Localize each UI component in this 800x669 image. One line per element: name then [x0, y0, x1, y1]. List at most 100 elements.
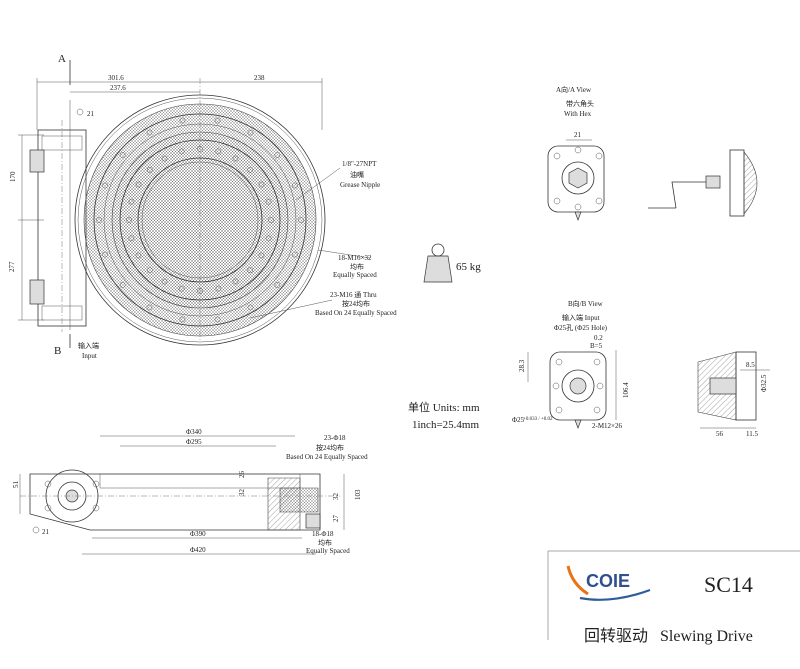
- view-a-hex: [568, 167, 588, 189]
- view-b-dim-phi: Φ32.5: [760, 374, 768, 392]
- view-a-bolt: [595, 197, 603, 205]
- bolt-hole: [298, 217, 304, 223]
- inner-bolt-ring: [119, 139, 281, 301]
- view-b-dim-85: 8.5: [746, 361, 755, 369]
- view-a-title: A向/A View: [556, 85, 592, 94]
- bolt-hole: [126, 217, 132, 223]
- bolt-hole: [232, 278, 239, 285]
- bolt16-spec: 18-M16×32: [338, 254, 372, 262]
- b18-en: Equally Spaced: [306, 547, 350, 555]
- bolt-hole: [292, 182, 298, 189]
- dim-390: Φ390: [190, 530, 206, 538]
- bottom-flange-bolt: [92, 480, 100, 488]
- view-b-title: B向/B View: [568, 299, 604, 308]
- brand-logo-swoosh: [566, 565, 589, 596]
- view-b-bolt: [596, 382, 604, 390]
- side-cap: [743, 151, 758, 215]
- bottom-r21-marker: [32, 526, 40, 534]
- bolt16-cn: 均布: [350, 262, 364, 271]
- title-block-border: [547, 550, 800, 640]
- bolt-hole: [265, 198, 272, 205]
- bolt-hole: [178, 285, 185, 292]
- bolt-hole: [119, 282, 126, 288]
- housing-flange-bottom: [29, 279, 45, 305]
- view-b-shaft: [561, 369, 595, 403]
- bolt-hole: [102, 182, 108, 189]
- view-b-bolt: [593, 358, 601, 366]
- bolt-hole: [119, 152, 126, 158]
- housing-flange-top: [29, 149, 45, 173]
- view-a-bolt: [553, 197, 561, 205]
- bolt-hole: [179, 316, 186, 323]
- bottom-bolt-section: [305, 513, 321, 529]
- view-b-hole: Φ25孔 (Φ25 Hole): [554, 324, 608, 332]
- outer-bolt-ring: [93, 113, 307, 327]
- view-a-bolt: [595, 152, 603, 160]
- view-a-bolt: [574, 146, 582, 154]
- weight-icon-handle: [431, 243, 445, 257]
- view-b-dim-106: 106.4: [622, 382, 630, 398]
- bolt-hole: [215, 148, 222, 155]
- view-a-dim: 21: [574, 131, 582, 139]
- view-b-tol: +0.033 / +0.02: [523, 417, 553, 422]
- en-24: Based On 24 Equally Spaced: [286, 453, 368, 461]
- view-b-b5: B=5: [590, 342, 603, 350]
- bolt23-spec: 23-M16 通 Thru: [330, 290, 377, 299]
- units-line-2: 1inch=25.4mm: [412, 419, 479, 431]
- view-b-bolt: [593, 406, 601, 414]
- dim-301: 301.6: [108, 74, 124, 82]
- bolt-hole: [179, 117, 186, 124]
- bolt16-leader: [317, 249, 371, 259]
- view-a-sub-en: With Hex: [564, 110, 592, 118]
- bolt23-cn: 按24均布: [342, 299, 370, 308]
- dim-237: 237.6: [110, 84, 126, 92]
- bottom-flange-bolt: [44, 504, 52, 512]
- view-b-dim-25: Φ25: [512, 416, 525, 424]
- section-b-label: B: [54, 345, 61, 357]
- bolt-hole: [128, 198, 135, 205]
- view-b-bolt: [552, 382, 560, 390]
- bolt-hole: [247, 129, 254, 136]
- view-b-dim-115: 11.5: [746, 430, 758, 438]
- nipple-en: Grease Nipple: [340, 181, 380, 189]
- bolt-hole: [258, 252, 265, 259]
- bolt-hole: [146, 166, 153, 173]
- bottom-flange-bolt: [44, 480, 52, 488]
- dim-277: 277: [8, 261, 16, 272]
- bolt-hole: [214, 316, 221, 323]
- dim-295: Φ295: [186, 438, 202, 446]
- view-b-nipple: [574, 419, 582, 429]
- inner-bolt-holes: [126, 146, 274, 294]
- bore-inner-edge: [141, 161, 259, 279]
- view-b-input: 输入端 Input: [562, 313, 600, 322]
- view-b-thread: 2-M12×26: [592, 422, 623, 430]
- npt-label: 1/8"-27NPT: [342, 160, 377, 168]
- units-line-1: 单位 Units: mm: [408, 400, 480, 414]
- weight-block: 65 kg: [423, 243, 481, 283]
- bolt-hole: [146, 304, 153, 311]
- main-view: A B 301.6 237.6 238 170 277 21: [8, 53, 397, 360]
- view-b-bolt: [555, 406, 563, 414]
- outer-ring-edge: [74, 94, 326, 346]
- d32b: 32: [332, 493, 340, 501]
- d26: 26: [238, 471, 246, 479]
- bolt-hole: [178, 148, 185, 155]
- bolt-hole: [274, 152, 281, 158]
- bolt-hole: [215, 285, 222, 292]
- view-a-bolt: [574, 203, 582, 211]
- weight-icon: [423, 255, 453, 283]
- model-name: SC14: [704, 572, 753, 597]
- bolt-hole: [247, 166, 254, 173]
- npt-leader: [295, 167, 341, 201]
- bolt-hole: [197, 288, 203, 294]
- brand-logo-arc: [579, 588, 651, 601]
- view-a-bolt: [553, 152, 561, 160]
- dim-238: 238: [254, 74, 265, 82]
- bore-circle: [137, 157, 263, 283]
- raceway-outer: [103, 123, 297, 317]
- d27: 27: [332, 515, 340, 523]
- bolt-hole: [197, 146, 203, 152]
- bolt-hole: [247, 304, 254, 311]
- view-b-bore: [569, 377, 587, 395]
- bolt-hole: [258, 181, 265, 188]
